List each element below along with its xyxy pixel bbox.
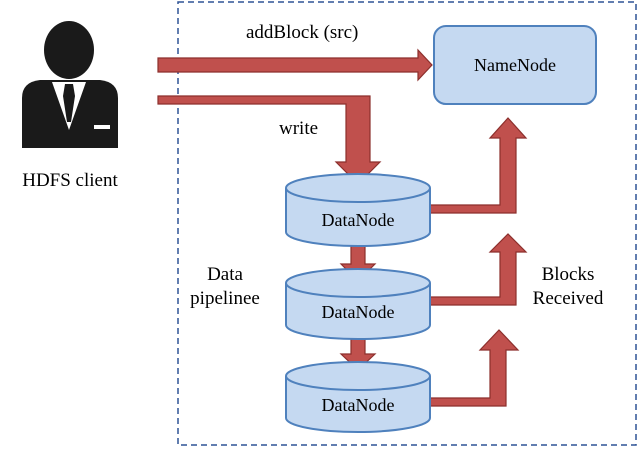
business-person-icon <box>0 18 140 160</box>
blocks-received-label-line1: Blocks <box>541 264 595 285</box>
ack-arrow-2 <box>429 233 528 306</box>
client-label: HDFS client <box>22 170 118 191</box>
datanode-label-1: DataNode <box>321 210 395 230</box>
datanode-label-2: DataNode <box>321 302 395 322</box>
pipeline-label-line2: pipelinee <box>190 288 260 309</box>
namenode-label: NameNode <box>474 55 556 75</box>
datanode-label-3: DataNode <box>321 395 395 415</box>
datanode-cylinder-3 <box>285 361 431 433</box>
ack-arrow-3 <box>429 329 520 407</box>
blocks-received-label-line2: Received <box>532 288 604 309</box>
write-label: write <box>279 118 319 139</box>
addblock-arrow <box>157 48 433 82</box>
datanode-cylinder-2 <box>285 268 431 340</box>
pipeline-label-line1: Data <box>207 264 243 285</box>
addblock-label: addBlock (src) <box>246 22 359 43</box>
ack-arrow-1 <box>429 117 528 214</box>
cluster-boundary <box>177 1 637 446</box>
datanode-cylinder-1 <box>285 173 431 247</box>
namenode-box <box>433 25 597 105</box>
write-arrow <box>157 95 382 185</box>
